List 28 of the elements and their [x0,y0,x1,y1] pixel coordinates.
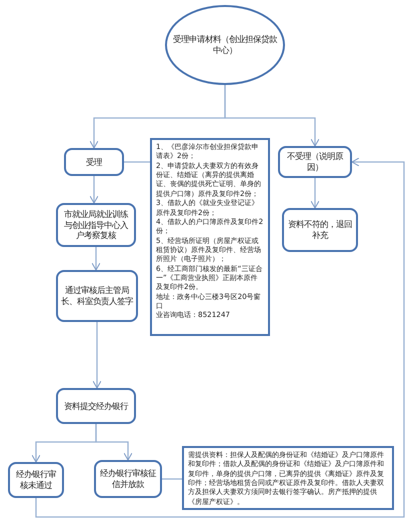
process-box [282,208,358,252]
arrow [35,158,405,518]
process-box [278,146,352,178]
node-label: 经办银行审核征信并放款 [99,468,157,490]
node-label: 资料不符的，退回补充 [287,219,353,241]
process-box [8,462,64,498]
arrow [224,85,320,146]
node-label: 市就业局就业训练与创业指导中心入户考察复核 [63,208,130,242]
node-label: 受理申请材料（创业担保贷款中心） [172,34,278,56]
connector-line [162,478,182,480]
arrow [92,322,102,388]
connector-line [124,161,150,163]
arrow [95,424,132,460]
arrow [90,176,98,204]
arrow [92,247,100,270]
node-label: 通过审核后主管局长、科室负责人签字 [61,285,133,307]
arrow [310,178,320,208]
process-box [64,148,124,176]
node-label: 经办银行审核未通过 [15,469,57,491]
node-label: 受理 [86,156,102,168]
process-box [56,388,136,424]
requirements-box [150,138,270,336]
node-label: 不受理（说明原因） [286,151,344,173]
process-box [56,203,136,247]
process-box [94,460,162,498]
process-box [56,270,138,322]
requirements-box [182,446,394,510]
node-label: 资料提交经办银行 [64,400,128,412]
